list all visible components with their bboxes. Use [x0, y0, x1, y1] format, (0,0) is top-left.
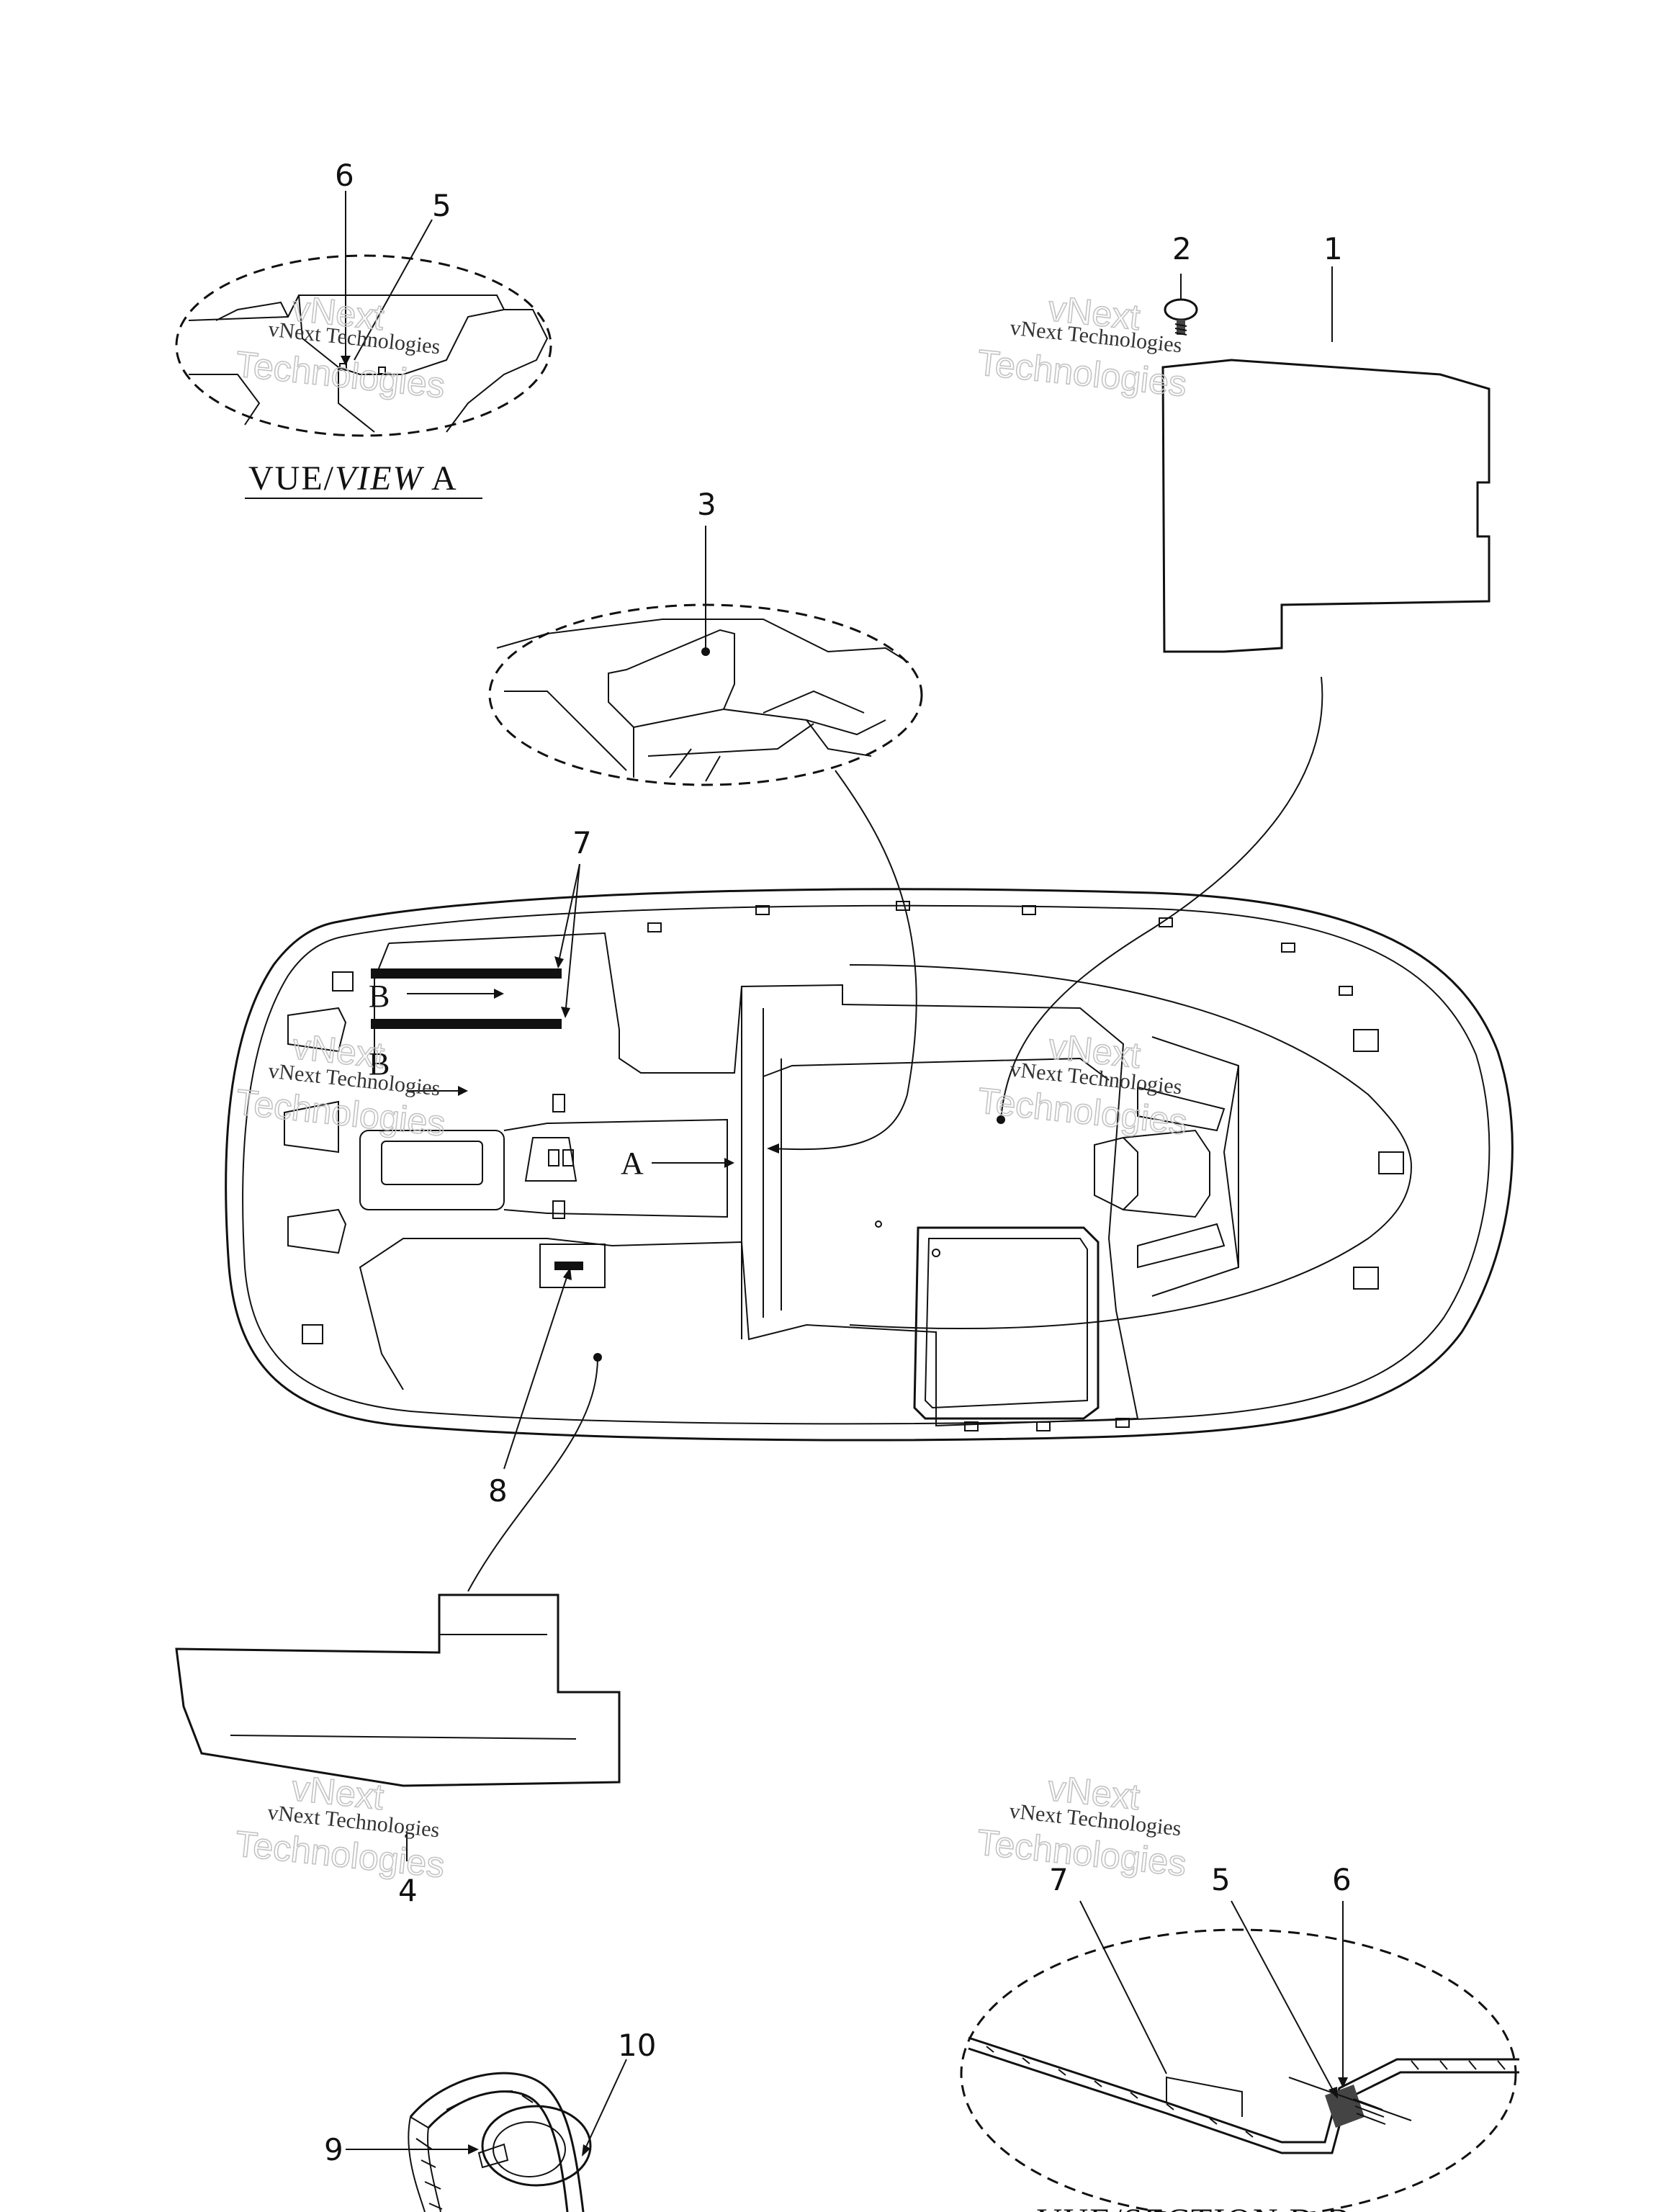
view-a-detail: VUE/VIEW A	[175, 191, 552, 499]
decal-1-outline	[1161, 266, 1491, 653]
screw-icon	[1164, 274, 1198, 336]
watermark-1: vNext Technologies vNext Technologies	[233, 287, 448, 406]
section-letter-b-top: B	[369, 979, 390, 1014]
callout-1: 1	[1323, 231, 1343, 266]
view-b-caption: VUE/SECTION B-B	[1037, 2202, 1352, 2212]
callout-9: 9	[324, 2132, 343, 2167]
section-letter-a: A	[621, 1146, 644, 1181]
decal-4-outline	[175, 1593, 621, 1787]
callout-4: 4	[398, 1873, 418, 1908]
callout-5-view-a: 5	[432, 188, 451, 223]
callouts: 1 2 3 4 5 6 7 8 9 10 5 6 7	[324, 158, 1352, 2167]
callout-6-section: 6	[1332, 1862, 1352, 1897]
leader-3	[770, 770, 917, 1151]
view-a-caption: VUE/VIEW A	[248, 459, 458, 498]
callout-7-section: 7	[1049, 1862, 1069, 1897]
callout-10: 10	[618, 2028, 656, 2063]
callout-6-view-a: 6	[335, 158, 354, 193]
callout-7-main: 7	[572, 825, 592, 860]
section-letter-b-bottom: B	[369, 1046, 390, 1082]
watermark-3: vNext Technologies vNext Technologies	[233, 1025, 448, 1144]
watermark-5: vNext Technologies vNext Technologies	[233, 1767, 447, 1886]
watercraft-hull	[225, 888, 1514, 1442]
callout-3: 3	[697, 487, 716, 522]
section-b-b-detail	[960, 1900, 1519, 2212]
leader-1	[1000, 676, 1323, 1120]
detail-3	[488, 526, 923, 786]
watermark-4: vNext Technologies vNext Technologies	[975, 1025, 1190, 1143]
callout-2: 2	[1172, 231, 1192, 266]
callout-8: 8	[488, 1473, 508, 1509]
callout-5-section: 5	[1211, 1862, 1231, 1897]
watermark-2: vNext Technologies vNext Technologies	[975, 287, 1190, 405]
tie-down-detail	[346, 2059, 627, 2212]
leader-4	[467, 1357, 598, 1592]
watermark-6: vNext Technologies vNext Technologies	[974, 1767, 1189, 1884]
leaders-7-8	[503, 863, 580, 1470]
